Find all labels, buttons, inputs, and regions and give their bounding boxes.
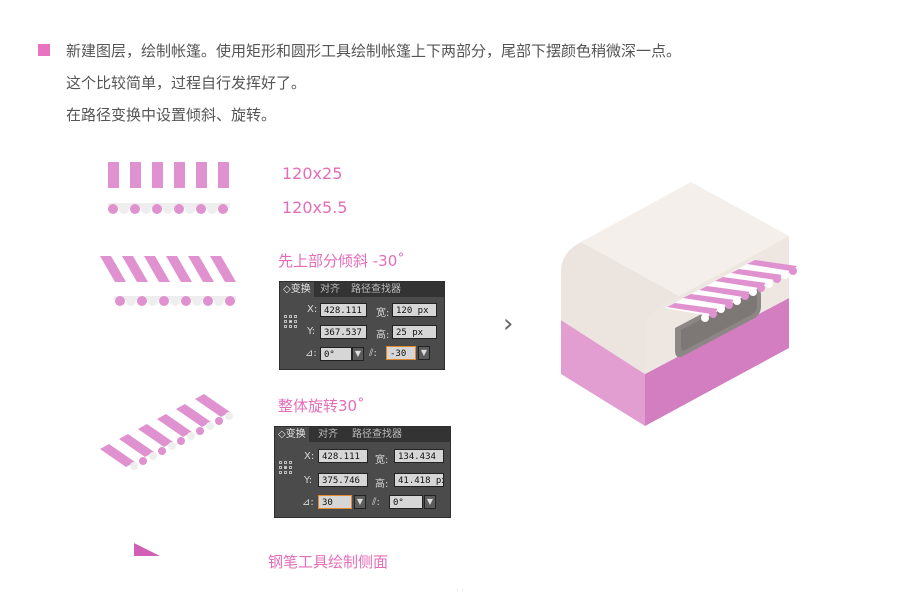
reference-point-grid-icon[interactable] bbox=[279, 461, 293, 475]
square-bullet-icon bbox=[38, 44, 50, 56]
width-label: 宽: bbox=[375, 455, 389, 466]
panel-tab-bar: ◇变换 对齐 路径查找器 bbox=[275, 427, 450, 442]
pen-caption: 钢笔工具绘制侧面 bbox=[268, 553, 389, 571]
y-label: Y: bbox=[307, 326, 316, 337]
instruction-line-3: 在路径变换中设置倾斜、旋转。 bbox=[66, 106, 277, 124]
width-field[interactable]: 120 px bbox=[392, 303, 437, 317]
tab-pathfinder[interactable]: 路径查找器 bbox=[351, 284, 401, 295]
tab-transform[interactable]: ◇变换 bbox=[275, 427, 309, 442]
x-field[interactable]: 428.111 ‹ bbox=[320, 303, 367, 317]
height-field[interactable]: 25 px bbox=[392, 325, 437, 339]
skew-caption: 先上部分倾斜 -30˚ bbox=[278, 252, 405, 270]
y-field[interactable]: 367.537 ‹ bbox=[320, 325, 367, 339]
shear-dropdown-button[interactable]: ▼ bbox=[418, 346, 430, 360]
panel-tab-bar: ◇变换 对齐 路径查找器 bbox=[280, 282, 444, 297]
shear-angle-icon: ⫽: bbox=[372, 497, 380, 508]
awning-bottom-flat bbox=[108, 203, 230, 214]
rotate-dropdown-button[interactable]: ▼ bbox=[354, 495, 366, 509]
x-field[interactable]: 428.111 ‹ bbox=[318, 449, 368, 463]
size-label-bottom: 120x5.5 bbox=[282, 198, 348, 217]
shear-angle-icon: ⫽: bbox=[369, 348, 377, 359]
transform-panel-1: ◇变换 对齐 路径查找器 X: 428.111 ‹ 宽: 120 px Y: 3… bbox=[279, 281, 445, 370]
x-label: X: bbox=[307, 304, 318, 315]
height-field[interactable]: 41.418 px bbox=[394, 473, 444, 487]
rotate-caption: 整体旋转30˚ bbox=[278, 397, 365, 415]
y-label: Y: bbox=[304, 475, 313, 486]
shear-dropdown-button[interactable]: ▼ bbox=[424, 495, 436, 509]
rotate-dropdown-button[interactable]: ▼ bbox=[352, 347, 364, 361]
awning-top-flat bbox=[108, 162, 230, 188]
tab-transform[interactable]: ◇变换 bbox=[280, 282, 314, 297]
size-label-top: 120x25 bbox=[282, 164, 343, 183]
side-face-shape bbox=[134, 543, 160, 556]
tab-pathfinder[interactable]: 路径查找器 bbox=[352, 429, 402, 440]
x-label: X: bbox=[304, 451, 315, 462]
reference-point-grid-icon[interactable] bbox=[284, 315, 298, 329]
tab-align[interactable]: 对齐 bbox=[318, 429, 338, 440]
shear-field[interactable]: 0° bbox=[389, 495, 423, 509]
width-label: 宽: bbox=[376, 308, 390, 319]
rotate-angle-icon: ⊿: bbox=[302, 497, 314, 508]
rotate-field[interactable]: 30 bbox=[318, 495, 352, 509]
isometric-shop-illustration bbox=[561, 182, 797, 426]
y-field[interactable]: 375.746 ‹ bbox=[318, 473, 368, 487]
height-label: 高: bbox=[376, 330, 390, 341]
shear-field[interactable]: -30 bbox=[386, 346, 416, 360]
awning-rotated bbox=[98, 392, 233, 470]
rotate-angle-icon: ⊿: bbox=[305, 348, 317, 359]
chevron-right-icon: › bbox=[503, 309, 514, 339]
height-label: 高: bbox=[375, 479, 389, 490]
awning-skewed bbox=[100, 256, 237, 306]
rotate-field[interactable]: 0° bbox=[320, 347, 352, 361]
transform-panel-2: ◇变换 对齐 路径查找器 X: 428.111 ‹ 宽: 134.434 ‹ Y… bbox=[274, 426, 451, 518]
width-field[interactable]: 134.434 ‹ bbox=[394, 449, 444, 463]
tab-align[interactable]: 对齐 bbox=[320, 284, 340, 295]
faint-mark: · · bbox=[456, 586, 464, 595]
instruction-line-2: 这个比较简单，过程自行发挥好了。 bbox=[66, 74, 307, 92]
instruction-line-1: 新建图层，绘制帐篷。使用矩形和圆形工具绘制帐篷上下两部分，尾部下摆颜色稍微深一点… bbox=[66, 42, 682, 60]
